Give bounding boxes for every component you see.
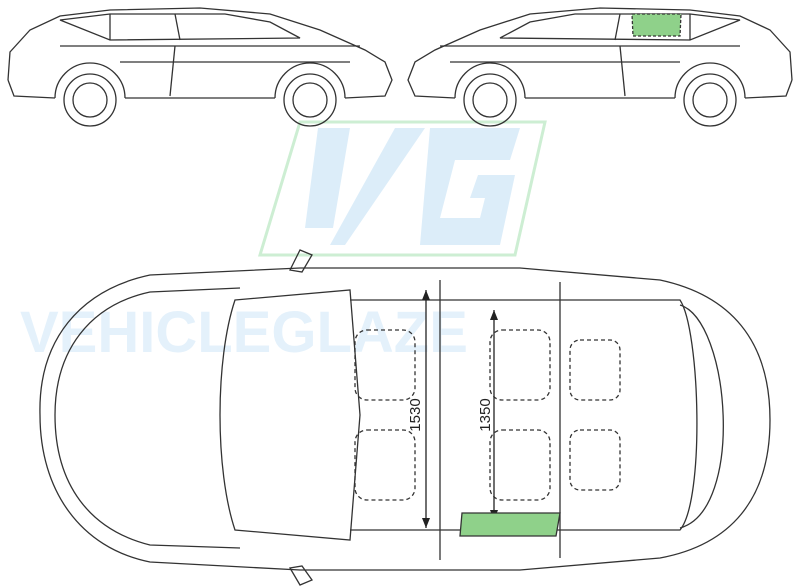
dimension-label-inner: 1350 [477, 398, 494, 431]
highlighted-glass-side [631, 13, 682, 37]
watermark-logo: VEHICLEGLAZE [20, 120, 547, 365]
left-side-view [7, 7, 393, 127]
dimension-label-outer: 1530 [407, 398, 424, 431]
top-view [39, 249, 771, 586]
watermark-text: VEHICLEGLAZE [20, 300, 468, 365]
right-side-view [407, 7, 793, 127]
dimension-1530 [422, 290, 430, 528]
highlighted-glass-top [459, 512, 561, 537]
